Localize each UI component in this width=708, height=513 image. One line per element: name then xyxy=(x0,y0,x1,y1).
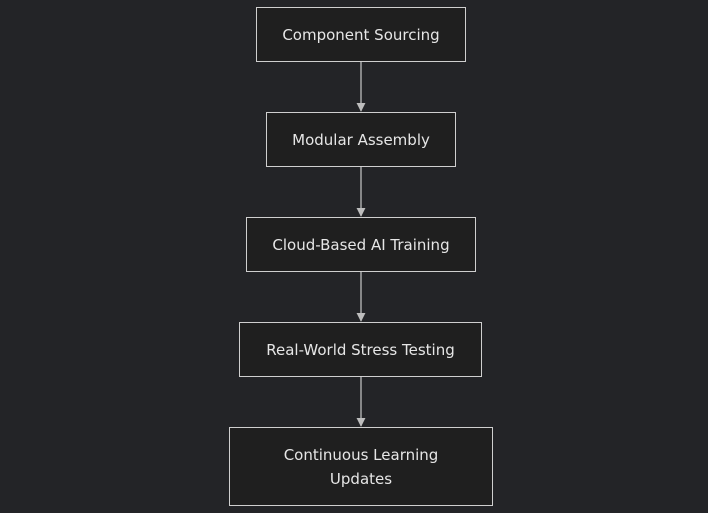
node-component-sourcing: Component Sourcing xyxy=(256,7,466,62)
node-label: Continuous Learning Updates xyxy=(283,445,439,488)
node-label: Modular Assembly xyxy=(292,130,430,149)
node-stress-testing: Real-World Stress Testing xyxy=(239,322,482,377)
node-modular-assembly: Modular Assembly xyxy=(266,112,456,167)
node-continuous-learning: Continuous Learning Updates xyxy=(229,427,493,506)
node-label: Real-World Stress Testing xyxy=(266,340,455,359)
node-label: Cloud-Based AI Training xyxy=(272,235,450,254)
node-label: Component Sourcing xyxy=(282,25,440,44)
node-cloud-ai-training: Cloud-Based AI Training xyxy=(246,217,476,272)
